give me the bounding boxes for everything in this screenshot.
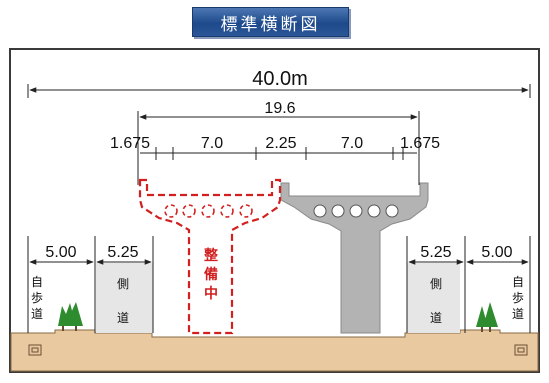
svg-text:側: 側 — [117, 277, 129, 291]
left-sidewalk-band — [96, 263, 153, 333]
right-tree-group — [476, 302, 498, 332]
dim-inner: 19.6 — [264, 100, 295, 117]
right-curb-marker — [514, 344, 528, 356]
pier-voids — [313, 204, 399, 218]
left-walkway-label: 自 歩 道 — [31, 275, 43, 321]
dim-part-4: 7.0 — [341, 135, 363, 152]
diagram-title: 標準横断図 — [220, 14, 321, 35]
right-sidewalk-band — [407, 263, 460, 333]
right-sidewalk-label: 側 道 — [430, 277, 442, 325]
title-box: 標準横断図 — [192, 7, 349, 37]
left-tree-group — [58, 302, 83, 331]
dim-right-walkway: 5.00 — [481, 244, 512, 261]
svg-text:側: 側 — [430, 277, 442, 291]
dim-part-2: 7.0 — [201, 135, 223, 152]
dim-part-5: 1.675 — [400, 135, 440, 152]
left-sidewalk-label: 側 道 — [117, 277, 129, 325]
svg-text:備: 備 — [204, 266, 218, 283]
dim-part-3: 2.25 — [265, 135, 296, 152]
svg-text:道: 道 — [430, 311, 442, 325]
left-curb-marker — [28, 344, 42, 356]
dim-left-sidewalk: 5.25 — [107, 244, 138, 261]
dim-total: 40.0m — [252, 68, 308, 90]
existing-pier — [280, 182, 429, 334]
dimension-lines — [27, 84, 531, 265]
dim-part-1: 1.675 — [110, 135, 150, 152]
ground — [10, 329, 539, 372]
svg-text:道: 道 — [31, 307, 43, 321]
svg-text:自: 自 — [31, 275, 43, 289]
construction-label: 整 備 中 — [203, 247, 219, 302]
svg-text:自: 自 — [512, 275, 524, 289]
svg-text:整: 整 — [203, 247, 219, 264]
planned-pier-voids — [164, 204, 253, 218]
right-walkway-label: 自 歩 道 — [512, 275, 524, 321]
dim-right-sidewalk: 5.25 — [420, 244, 451, 261]
svg-text:道: 道 — [512, 307, 524, 321]
svg-text:中: 中 — [204, 285, 218, 302]
dim-left-walkway: 5.00 — [45, 244, 76, 261]
svg-text:道: 道 — [117, 311, 129, 325]
svg-text:歩: 歩 — [31, 290, 43, 305]
planned-pier — [138, 178, 282, 335]
svg-text:歩: 歩 — [512, 290, 524, 305]
